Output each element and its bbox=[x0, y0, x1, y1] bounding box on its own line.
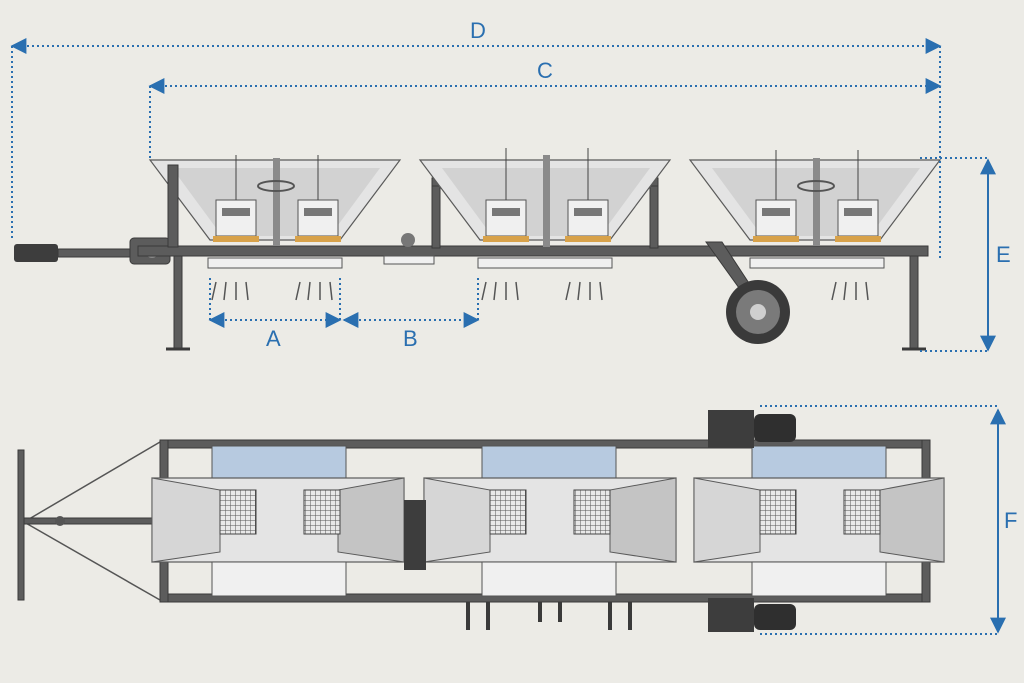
dimension-a bbox=[208, 278, 342, 328]
side-view: D C A B E bbox=[10, 18, 1011, 352]
hopper-2 bbox=[418, 148, 672, 249]
wheel-top-front bbox=[708, 410, 796, 448]
dimension-label-b: B bbox=[403, 326, 418, 351]
dimension-e bbox=[920, 157, 996, 352]
dimension-f bbox=[760, 405, 1006, 635]
dimension-label-e: E bbox=[996, 242, 1011, 267]
dimension-label-c: C bbox=[537, 58, 553, 83]
wheel bbox=[705, 241, 790, 344]
wheel-top-rear bbox=[708, 598, 796, 632]
tow-hitch bbox=[17, 441, 161, 601]
dimension-label-f: F bbox=[1004, 508, 1017, 533]
top-view: F bbox=[17, 405, 1017, 635]
dimension-c bbox=[148, 78, 942, 160]
rear-leg bbox=[909, 255, 919, 349]
spreader-units bbox=[207, 233, 885, 301]
front-leg bbox=[173, 255, 183, 349]
hopper-top-1 bbox=[151, 445, 405, 597]
dimension-label-d: D bbox=[470, 18, 486, 43]
gearbox bbox=[404, 500, 426, 570]
hopper-top-3 bbox=[693, 445, 945, 597]
main-frame-beam bbox=[137, 245, 929, 257]
hopper-3 bbox=[688, 150, 942, 246]
hopper-1 bbox=[148, 155, 402, 248]
dimension-label-a: A bbox=[266, 326, 281, 351]
hopper-top-2 bbox=[423, 445, 677, 597]
dimension-b bbox=[342, 278, 480, 328]
